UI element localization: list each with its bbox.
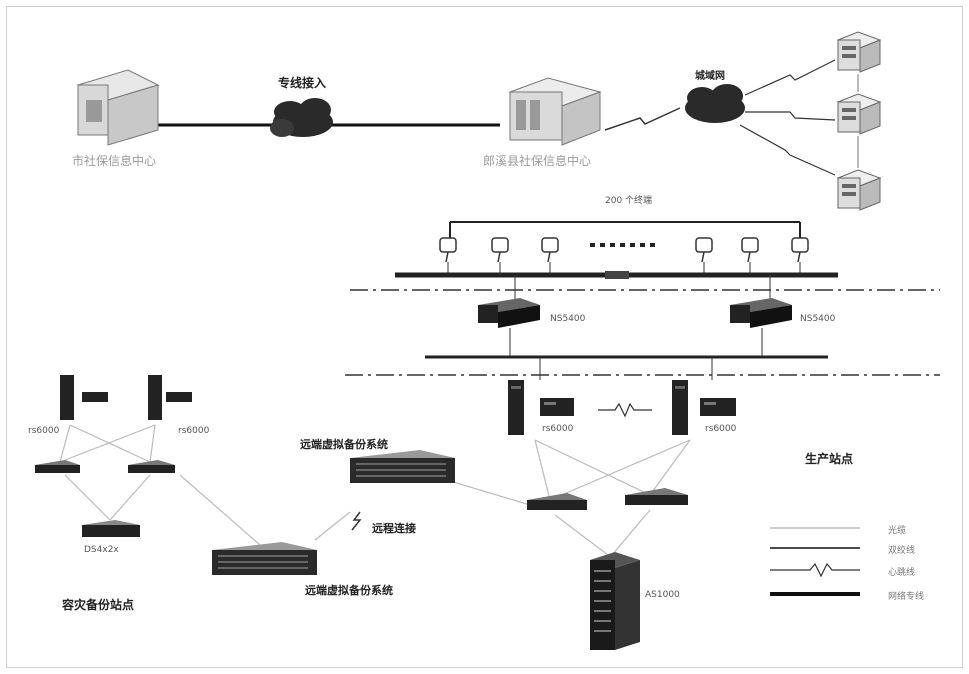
backup-site-label: 容灾备份站点	[62, 598, 135, 612]
branch-building-icon	[836, 31, 882, 73]
san-switch-icon	[527, 493, 587, 510]
tower-server-icon	[148, 375, 162, 420]
branch-building-icon	[836, 169, 882, 211]
backup-appliance-icon	[212, 542, 317, 575]
ns5400-switch-icon	[478, 298, 540, 328]
rs6000-left-label: rs6000	[542, 424, 574, 434]
legend-twisted-pair: 双绞线	[770, 540, 940, 560]
city-center-label: 市社保信息中心	[72, 154, 157, 168]
cloud-icon	[270, 98, 333, 137]
server-icon	[82, 392, 108, 402]
legend-heartbeat: 心跳线	[770, 562, 940, 582]
wan-label: 城域网	[695, 71, 725, 82]
diagram-frame	[6, 6, 963, 668]
district-center-building-icon	[508, 77, 602, 146]
legend-twisted-pair-label: 双绞线	[888, 546, 916, 556]
rs6000-backup-right-label: rs6000	[178, 426, 210, 436]
ns5400-left-label: NS5400	[550, 314, 586, 324]
heartbeat-link	[598, 402, 652, 418]
production-site-label: 生产站点	[805, 452, 854, 466]
storage-rack-icon	[590, 552, 640, 650]
tower-server-icon	[672, 380, 688, 435]
rs6000-backup-left-label: rs6000	[28, 426, 60, 436]
wan-cloud-icon	[685, 84, 745, 123]
tower-server-icon	[508, 380, 524, 435]
branch-building-icon	[836, 93, 882, 135]
dr-system-bottom-label: 远端虚拟备份系统	[305, 584, 393, 597]
ellipsis-dots	[590, 243, 655, 247]
legend-leased-line-label: 网络专线	[888, 592, 925, 602]
city-center-building-icon	[76, 69, 160, 146]
san-switch-icon	[35, 460, 80, 473]
tower-server-icon	[60, 375, 74, 420]
ns5400-right-label: NS5400	[800, 314, 836, 324]
dr-system-top-label: 远端虚拟备份系统	[300, 438, 388, 451]
dedicated-access-label: 专线接入	[278, 76, 327, 90]
server-icon	[540, 398, 574, 416]
pc-icon	[439, 237, 809, 263]
san-switch-icon	[625, 488, 688, 505]
ds-backup-label: DS4x2x	[84, 545, 119, 555]
wan-link	[604, 107, 681, 131]
server-icon	[700, 398, 736, 416]
storage-label: AS1000	[645, 590, 680, 600]
district-center-label: 郎溪县社保信息中心	[483, 154, 592, 168]
legend-heartbeat-label: 心跳线	[888, 568, 916, 578]
pc-note-label: 200 个终端	[605, 196, 653, 206]
ns5400-switch-icon	[730, 298, 792, 328]
legend-fiber: 光缆	[770, 520, 940, 540]
legend-heartbeat-swatch	[770, 562, 860, 578]
rs6000-right-label: rs6000	[705, 424, 737, 434]
legend-leased-line: 网络专线	[770, 586, 940, 606]
remote-link-label: 远程连接	[372, 522, 416, 535]
backup-appliance-icon	[350, 450, 455, 483]
san-switch-icon	[128, 460, 175, 473]
disk-array-icon	[82, 520, 140, 537]
legend-fiber-label: 光缆	[888, 526, 907, 536]
server-icon	[166, 392, 192, 402]
